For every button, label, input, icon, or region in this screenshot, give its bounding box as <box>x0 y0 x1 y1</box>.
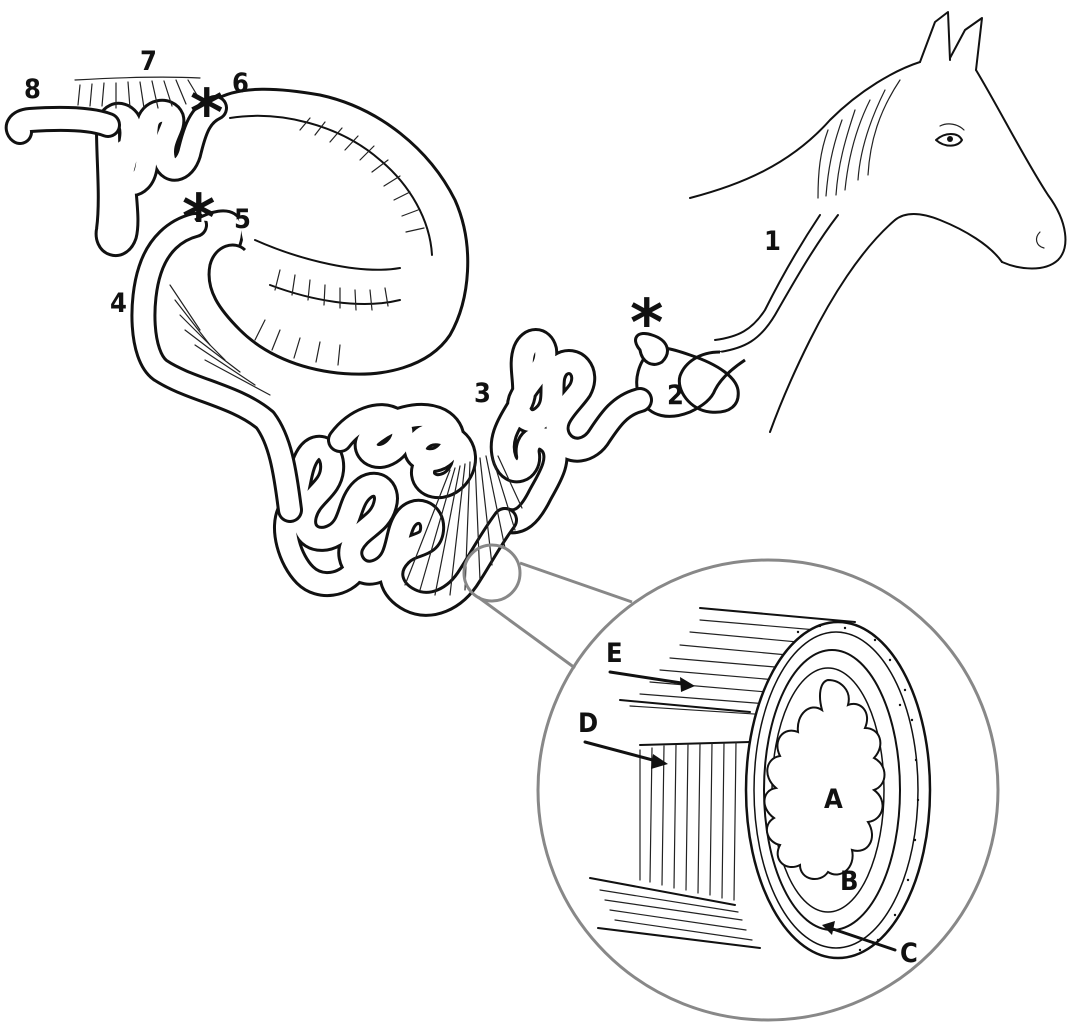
label-3: 3 <box>474 378 491 409</box>
label-5: 5 <box>234 204 251 235</box>
magnifier-line-upper <box>520 563 632 602</box>
label-a: A <box>824 784 843 815</box>
horse-head <box>690 12 1065 432</box>
label-6: 6 <box>232 68 249 99</box>
magnifier-line-lower <box>478 597 575 668</box>
cross-section <box>590 608 930 958</box>
label-8: 8 <box>24 74 41 105</box>
label-4: 4 <box>110 288 127 319</box>
lower-layer-hatching <box>600 890 752 940</box>
asterisk-marker: * <box>190 77 223 151</box>
label-1: 1 <box>764 226 781 257</box>
label-2: 2 <box>667 380 684 411</box>
label-b: B <box>840 866 859 897</box>
label-e: E <box>606 638 623 669</box>
label-c: C <box>900 938 918 969</box>
label-7: 7 <box>140 46 157 77</box>
arrow-e <box>610 672 688 684</box>
small-intestine <box>286 341 640 604</box>
horse-eye <box>947 136 953 142</box>
label-d: D <box>578 708 598 739</box>
asterisk-marker: * <box>182 182 215 256</box>
asterisk-marker: * <box>630 287 663 361</box>
